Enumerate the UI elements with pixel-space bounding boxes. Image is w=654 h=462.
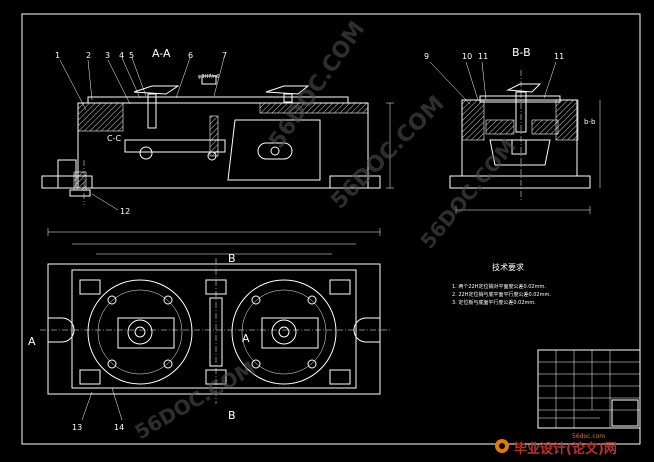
part-number-14: 14 bbox=[114, 423, 124, 432]
logo-text: 毕业设计(论文)网 bbox=[514, 441, 617, 457]
section-cc-label: C-C bbox=[107, 134, 121, 143]
part-number-5: 5 bbox=[129, 51, 134, 60]
watermark-1: 56DOC.COM bbox=[264, 17, 370, 153]
section-bb-view: B-B b-b 9 10 11 11 bbox=[424, 46, 601, 214]
section-bb-title: B-B bbox=[512, 46, 531, 59]
bb-label: b-b bbox=[584, 118, 596, 126]
part-number-1: 1 bbox=[55, 51, 60, 60]
tech-requirements-title: 技术要求 bbox=[492, 262, 524, 272]
view-arrow-a-center: A bbox=[242, 332, 250, 345]
part-number-13: 13 bbox=[72, 423, 82, 432]
footer-logo: 56doc.com 毕业设计(论文)网 bbox=[495, 433, 617, 457]
part-number-4: 4 bbox=[119, 51, 124, 60]
watermark-3: 56DOC.COM bbox=[415, 134, 520, 253]
part-number-11: 11 bbox=[554, 52, 564, 61]
section-aa-view: A-A φ8H7/n6 C-C bbox=[41, 47, 394, 216]
view-arrow-b-bottom: B bbox=[228, 409, 236, 422]
part-number-7: 7 bbox=[222, 51, 227, 60]
svg-text:φ8H7/n6: φ8H7/n6 bbox=[198, 74, 219, 80]
drawing-border bbox=[21, 13, 641, 445]
part-number-9: 9 bbox=[424, 52, 429, 61]
part-number-6: 6 bbox=[188, 51, 193, 60]
logo-site: 56doc.com bbox=[572, 433, 605, 440]
tech-requirements: 技术要求 1. 两个22H定位销对平面度公差0.02mm. 2. 22H定位销与… bbox=[452, 262, 551, 306]
section-aa-title: A-A bbox=[152, 47, 171, 60]
title-block bbox=[537, 349, 641, 429]
part-number-10: 10 bbox=[462, 52, 472, 61]
part-number-2: 2 bbox=[86, 51, 91, 60]
view-arrow-b-top: B bbox=[228, 252, 236, 265]
tech-requirement-2: 2. 22H定位销与底平面平行度公差0.02mm. bbox=[452, 291, 551, 298]
tech-requirement-1: 1. 两个22H定位销对平面度公差0.02mm. bbox=[452, 283, 546, 290]
tech-requirement-3: 3. 定位板与底面平行度公差0.02mm. bbox=[452, 299, 536, 306]
part-number-3: 3 bbox=[105, 51, 110, 60]
view-arrow-a-left: A bbox=[28, 335, 36, 348]
part-number-11a: 11 bbox=[478, 52, 488, 61]
plan-view: B B A A 13 14 bbox=[28, 228, 390, 432]
watermark-4: 56DOC.COM bbox=[131, 356, 260, 444]
part-number-12: 12 bbox=[120, 207, 130, 216]
